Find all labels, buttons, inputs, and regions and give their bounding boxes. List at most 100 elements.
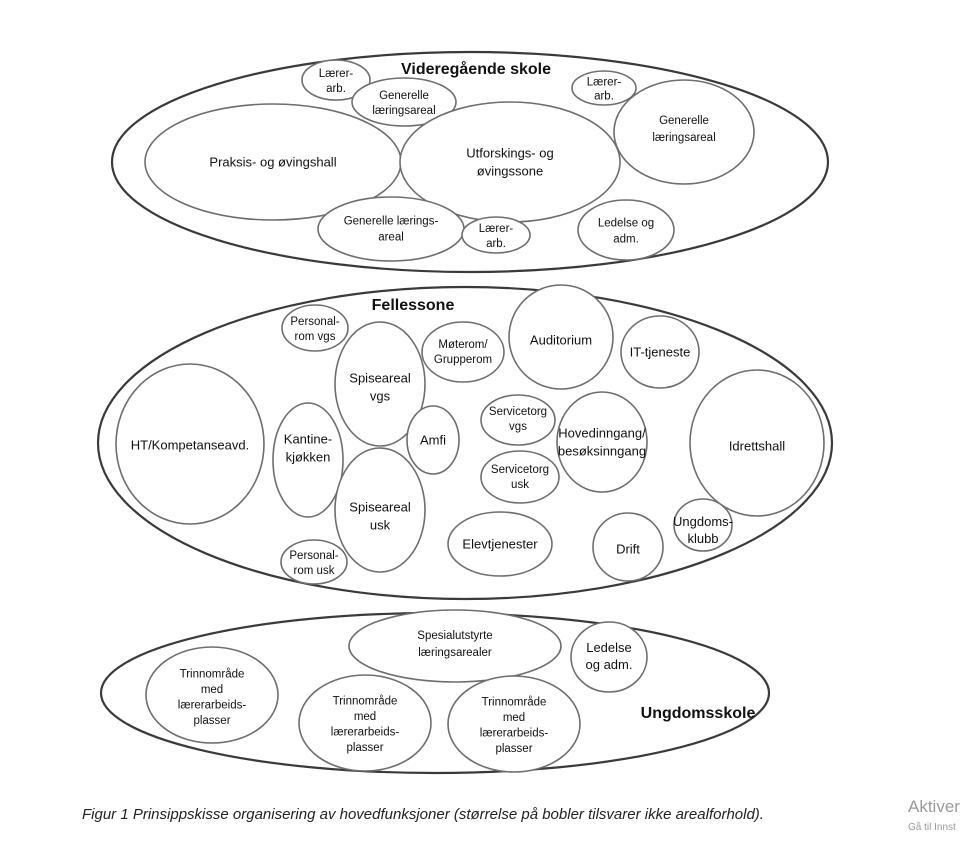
bubble-label-line: areal <box>378 232 404 244</box>
bubble-label-line: arb. <box>594 91 614 103</box>
bubble-label-line: plasser <box>495 743 532 755</box>
bubble-ht-kompetanseavd <box>115 363 265 525</box>
label-vgs-praksis-ovingshall: Praksis- og øvingshall <box>209 155 336 170</box>
label-amfi: Amfi <box>420 433 446 448</box>
figure-caption: Figur 1 Prinsippskisse organisering av h… <box>82 806 764 823</box>
bubble-label-line: læringsarealer <box>418 647 492 659</box>
bubble-label-line: Generelle <box>659 115 709 127</box>
bubble-label-line: Generelle lærings- <box>344 216 439 228</box>
bubble-label-line: med <box>354 711 376 723</box>
label-auditorium: Auditorium <box>530 333 592 348</box>
label-vgs-larer-arb-2: Lærer-arb. <box>587 77 622 103</box>
bubble-label-line: Drift <box>616 542 640 557</box>
bubble-label-line: med <box>503 712 525 724</box>
label-moterom-grupperom: Møterom/Grupperom <box>434 339 492 366</box>
label-personalrom-usk: Personal-rom usk <box>289 550 338 577</box>
bubble-label-line: arb. <box>326 83 346 95</box>
bubble-spiseareal-usk <box>334 447 426 573</box>
bubble-label-line: Personal- <box>289 550 338 562</box>
bubble-label-line: Spiseareal <box>349 371 411 386</box>
bubble-label-line: Auditorium <box>530 333 592 348</box>
bubble-label-line: Trinnområde <box>482 696 547 708</box>
label-it-tjeneste: IT-tjeneste <box>630 345 691 360</box>
bubble-label-line: Ledelse <box>586 640 632 655</box>
bubble-vgs-generelle-2 <box>613 79 755 185</box>
bubble-label-line: plasser <box>346 742 383 754</box>
bubble-kantinekjokken <box>272 402 344 518</box>
bubble-label-line: besøksinngang <box>558 444 646 459</box>
label-ungdomsklubb: Ungdoms-klubb <box>673 514 733 546</box>
bubble-label-line: kjøkken <box>286 450 331 465</box>
bubble-personalrom-usk <box>280 539 348 585</box>
bubble-drift <box>592 512 664 582</box>
bubble-label-line: rom vgs <box>295 331 336 343</box>
bubble-trinnomrade-3 <box>447 675 581 773</box>
bubble-vgs-generelle-1 <box>351 77 457 127</box>
bubble-label-line: Ungdoms- <box>673 514 733 529</box>
label-spiseareal-usk: Spiseareal usk <box>349 500 411 533</box>
bubble-label-line: vgs <box>509 421 527 433</box>
bubble-label-line: vgs <box>370 389 391 404</box>
zone-title-videregaende-skole: Videregående skole <box>401 60 551 78</box>
label-vgs-larer-arb-1: Lærer-arb. <box>319 68 354 95</box>
bubble-label-line: Amfi <box>420 433 446 448</box>
bubble-it-tjeneste <box>620 315 700 389</box>
bubble-vgs-larer-arb-3 <box>461 216 531 254</box>
bubble-label-line: Lærer- <box>479 223 514 235</box>
bubble-idrettshall <box>689 369 825 517</box>
label-trinnomrade-2: Trinnområde med lærerarbeids-plasser <box>331 695 400 754</box>
bubble-label-line: Grupperom <box>434 354 492 366</box>
bubble-spesialutstyrte <box>348 609 562 683</box>
bubble-label-line: Trinnområde <box>333 695 398 707</box>
bubble-trinnomrade-1 <box>145 646 279 744</box>
bubble-vgs-larer-arb-2 <box>571 70 637 106</box>
bubble-label-line: med <box>201 684 223 696</box>
bubble-label-line: Personal- <box>290 316 339 328</box>
label-personalrom-vgs: Personal-rom vgs <box>290 316 339 343</box>
bubble-vgs-larer-arb-1 <box>301 59 371 101</box>
bubble-label-line: IT-tjeneste <box>630 345 691 360</box>
bubble-label-line: Hovedinngang/ <box>558 426 646 441</box>
bubble-amfi <box>406 405 460 475</box>
bubble-moterom-grupperom <box>421 321 505 383</box>
label-elevtjenester: Elevtjenester <box>462 537 538 552</box>
zone-title-ungdomsskole: Ungdomsskole <box>641 705 756 722</box>
label-vgs-larer-arb-3: Lærer-arb. <box>479 223 514 250</box>
bubble-label-line: Idrettshall <box>729 439 785 454</box>
label-ht-kompetanseavd: HT/Kompetanseavd. <box>131 438 250 453</box>
bubble-label-line: Servicetorg <box>489 406 547 418</box>
bubble-label-line: lærerarbeids- <box>331 726 400 738</box>
label-trinnomrade-1: Trinnområde med lærerarbeids-plasser <box>178 668 247 727</box>
bubble-servicetorg-vgs <box>480 394 556 446</box>
bubble-label-line: lærerarbeids- <box>480 727 549 739</box>
bubble-servicetorg-usk <box>480 450 560 504</box>
bubble-label-line: plasser <box>193 715 230 727</box>
bubble-elevtjenester <box>447 511 553 577</box>
bubble-vgs-generelle-3 <box>317 196 465 262</box>
zone-title-fellessone: Fellessone <box>372 297 455 314</box>
bubble-label-line: Spesialutstyrte <box>417 630 492 642</box>
label-vgs-generelle-3: Generelle lærings-areal <box>344 216 439 244</box>
bubble-label-line: Servicetorg <box>491 464 549 476</box>
bubble-label-line: Trinnområde <box>180 668 245 680</box>
bubble-label-line: usk <box>370 518 391 533</box>
bubble-label-line: Praksis- og øvingshall <box>209 155 336 170</box>
bubble-ungdomsklubb <box>673 498 733 552</box>
bubble-label-line: Spiseareal <box>349 500 411 515</box>
label-hovedinngang: Hovedinngang/besøksinngang <box>558 426 646 459</box>
bubble-label-line: Møterom/ <box>438 339 488 351</box>
bubble-label-line: Kantine- <box>284 432 332 447</box>
bubble-personalrom-vgs <box>281 304 349 352</box>
label-drift: Drift <box>616 542 640 557</box>
label-spesialutstyrte: Spesialutstyrte læringsarealer <box>417 630 492 659</box>
bubble-label-line: læringsareal <box>372 105 435 117</box>
bubble-label-line: lærerarbeids- <box>178 699 247 711</box>
label-kantinekjokken: Kantine-kjøkken <box>284 432 332 465</box>
bubble-label-line: Generelle <box>379 90 429 102</box>
